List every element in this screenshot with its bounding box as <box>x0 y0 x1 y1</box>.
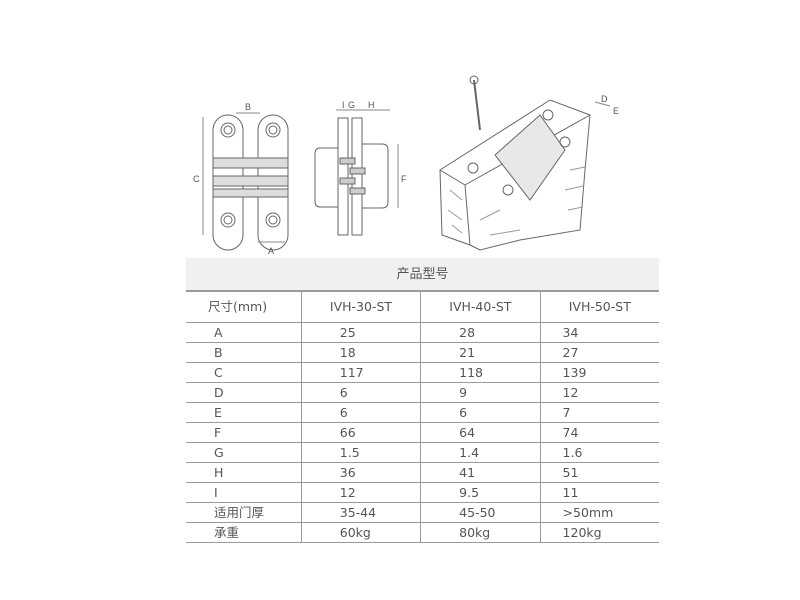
table-title: 产品型号 <box>186 258 659 292</box>
spec-value: 139 <box>539 362 659 383</box>
spec-value: 51 <box>539 462 659 483</box>
header-cell: IVH-40-ST <box>420 292 541 323</box>
spec-value: 64 <box>420 422 541 443</box>
header-cell: IVH-30-ST <box>300 292 421 323</box>
dimension-label: I <box>186 482 302 503</box>
spec-value: 9.5 <box>420 482 541 503</box>
dimension-label: 适用门厚 <box>186 502 302 523</box>
dim-label-b: B <box>245 102 251 112</box>
dim-label-d: D <box>601 94 608 104</box>
spec-value: 36 <box>300 462 421 483</box>
spec-value: 11 <box>539 482 659 503</box>
dim-label-g: G <box>348 100 355 110</box>
spec-value: 18 <box>300 342 421 363</box>
spec-value: 1.4 <box>420 442 541 463</box>
spec-value: 6 <box>300 402 421 423</box>
spec-value: 1.6 <box>539 442 659 463</box>
spec-value: 117 <box>300 362 421 383</box>
spec-value: 1.5 <box>300 442 421 463</box>
spec-value: 80kg <box>420 522 541 543</box>
spec-value: 74 <box>539 422 659 443</box>
dim-label-i: I <box>342 100 345 110</box>
spec-value: 34 <box>539 322 659 343</box>
spec-value: 7 <box>539 402 659 423</box>
spec-value: 35-44 <box>300 502 421 523</box>
dimension-label: A <box>186 322 302 343</box>
hinge-front-view <box>202 112 289 251</box>
spec-value: 120kg <box>539 522 659 543</box>
dimension-label: F <box>186 422 302 443</box>
spec-value: 66 <box>300 422 421 443</box>
dimension-label: G <box>186 442 302 463</box>
dim-label-c: C <box>193 174 200 184</box>
spec-value: 25 <box>300 322 421 343</box>
spec-value: 9 <box>420 382 541 403</box>
table-header-row: 尺寸(mm) IVH-30-ST IVH-40-ST IVH-50-ST <box>186 292 659 323</box>
header-cell: 尺寸(mm) <box>186 292 302 323</box>
hinge-drawings: B C A I G H F D E <box>193 75 619 256</box>
dim-label-e: E <box>613 106 619 116</box>
dim-label-h: H <box>368 100 375 110</box>
dim-label-a: A <box>268 246 274 256</box>
hinge-diagram: B C A I G H F D E <box>190 70 640 260</box>
dimension-label: 承重 <box>186 522 302 543</box>
spec-value: 6 <box>420 402 541 423</box>
dimension-label: C <box>186 362 302 383</box>
spec-value: 45-50 <box>420 502 541 523</box>
spec-value: 28 <box>420 322 541 343</box>
spec-value: >50mm <box>539 502 659 523</box>
hinge-installed-view <box>439 75 611 251</box>
spec-value: 12 <box>300 482 421 503</box>
dimension-label: H <box>186 462 302 483</box>
spec-table: 产品型号 尺寸(mm) IVH-30-ST IVH-40-ST IVH-50-S… <box>186 258 659 543</box>
hinge-side-view <box>314 109 399 236</box>
spec-value: 21 <box>420 342 541 363</box>
dimension-label: E <box>186 402 302 423</box>
header-cell: IVH-50-ST <box>539 292 659 323</box>
spec-value: 60kg <box>300 522 421 543</box>
dimension-label: D <box>186 382 302 403</box>
spec-value: 27 <box>539 342 659 363</box>
spec-value: 41 <box>420 462 541 483</box>
spec-value: 6 <box>300 382 421 403</box>
spec-value: 118 <box>420 362 541 383</box>
spec-value: 12 <box>539 382 659 403</box>
dim-label-f: F <box>401 174 407 184</box>
dimension-label: B <box>186 342 302 363</box>
